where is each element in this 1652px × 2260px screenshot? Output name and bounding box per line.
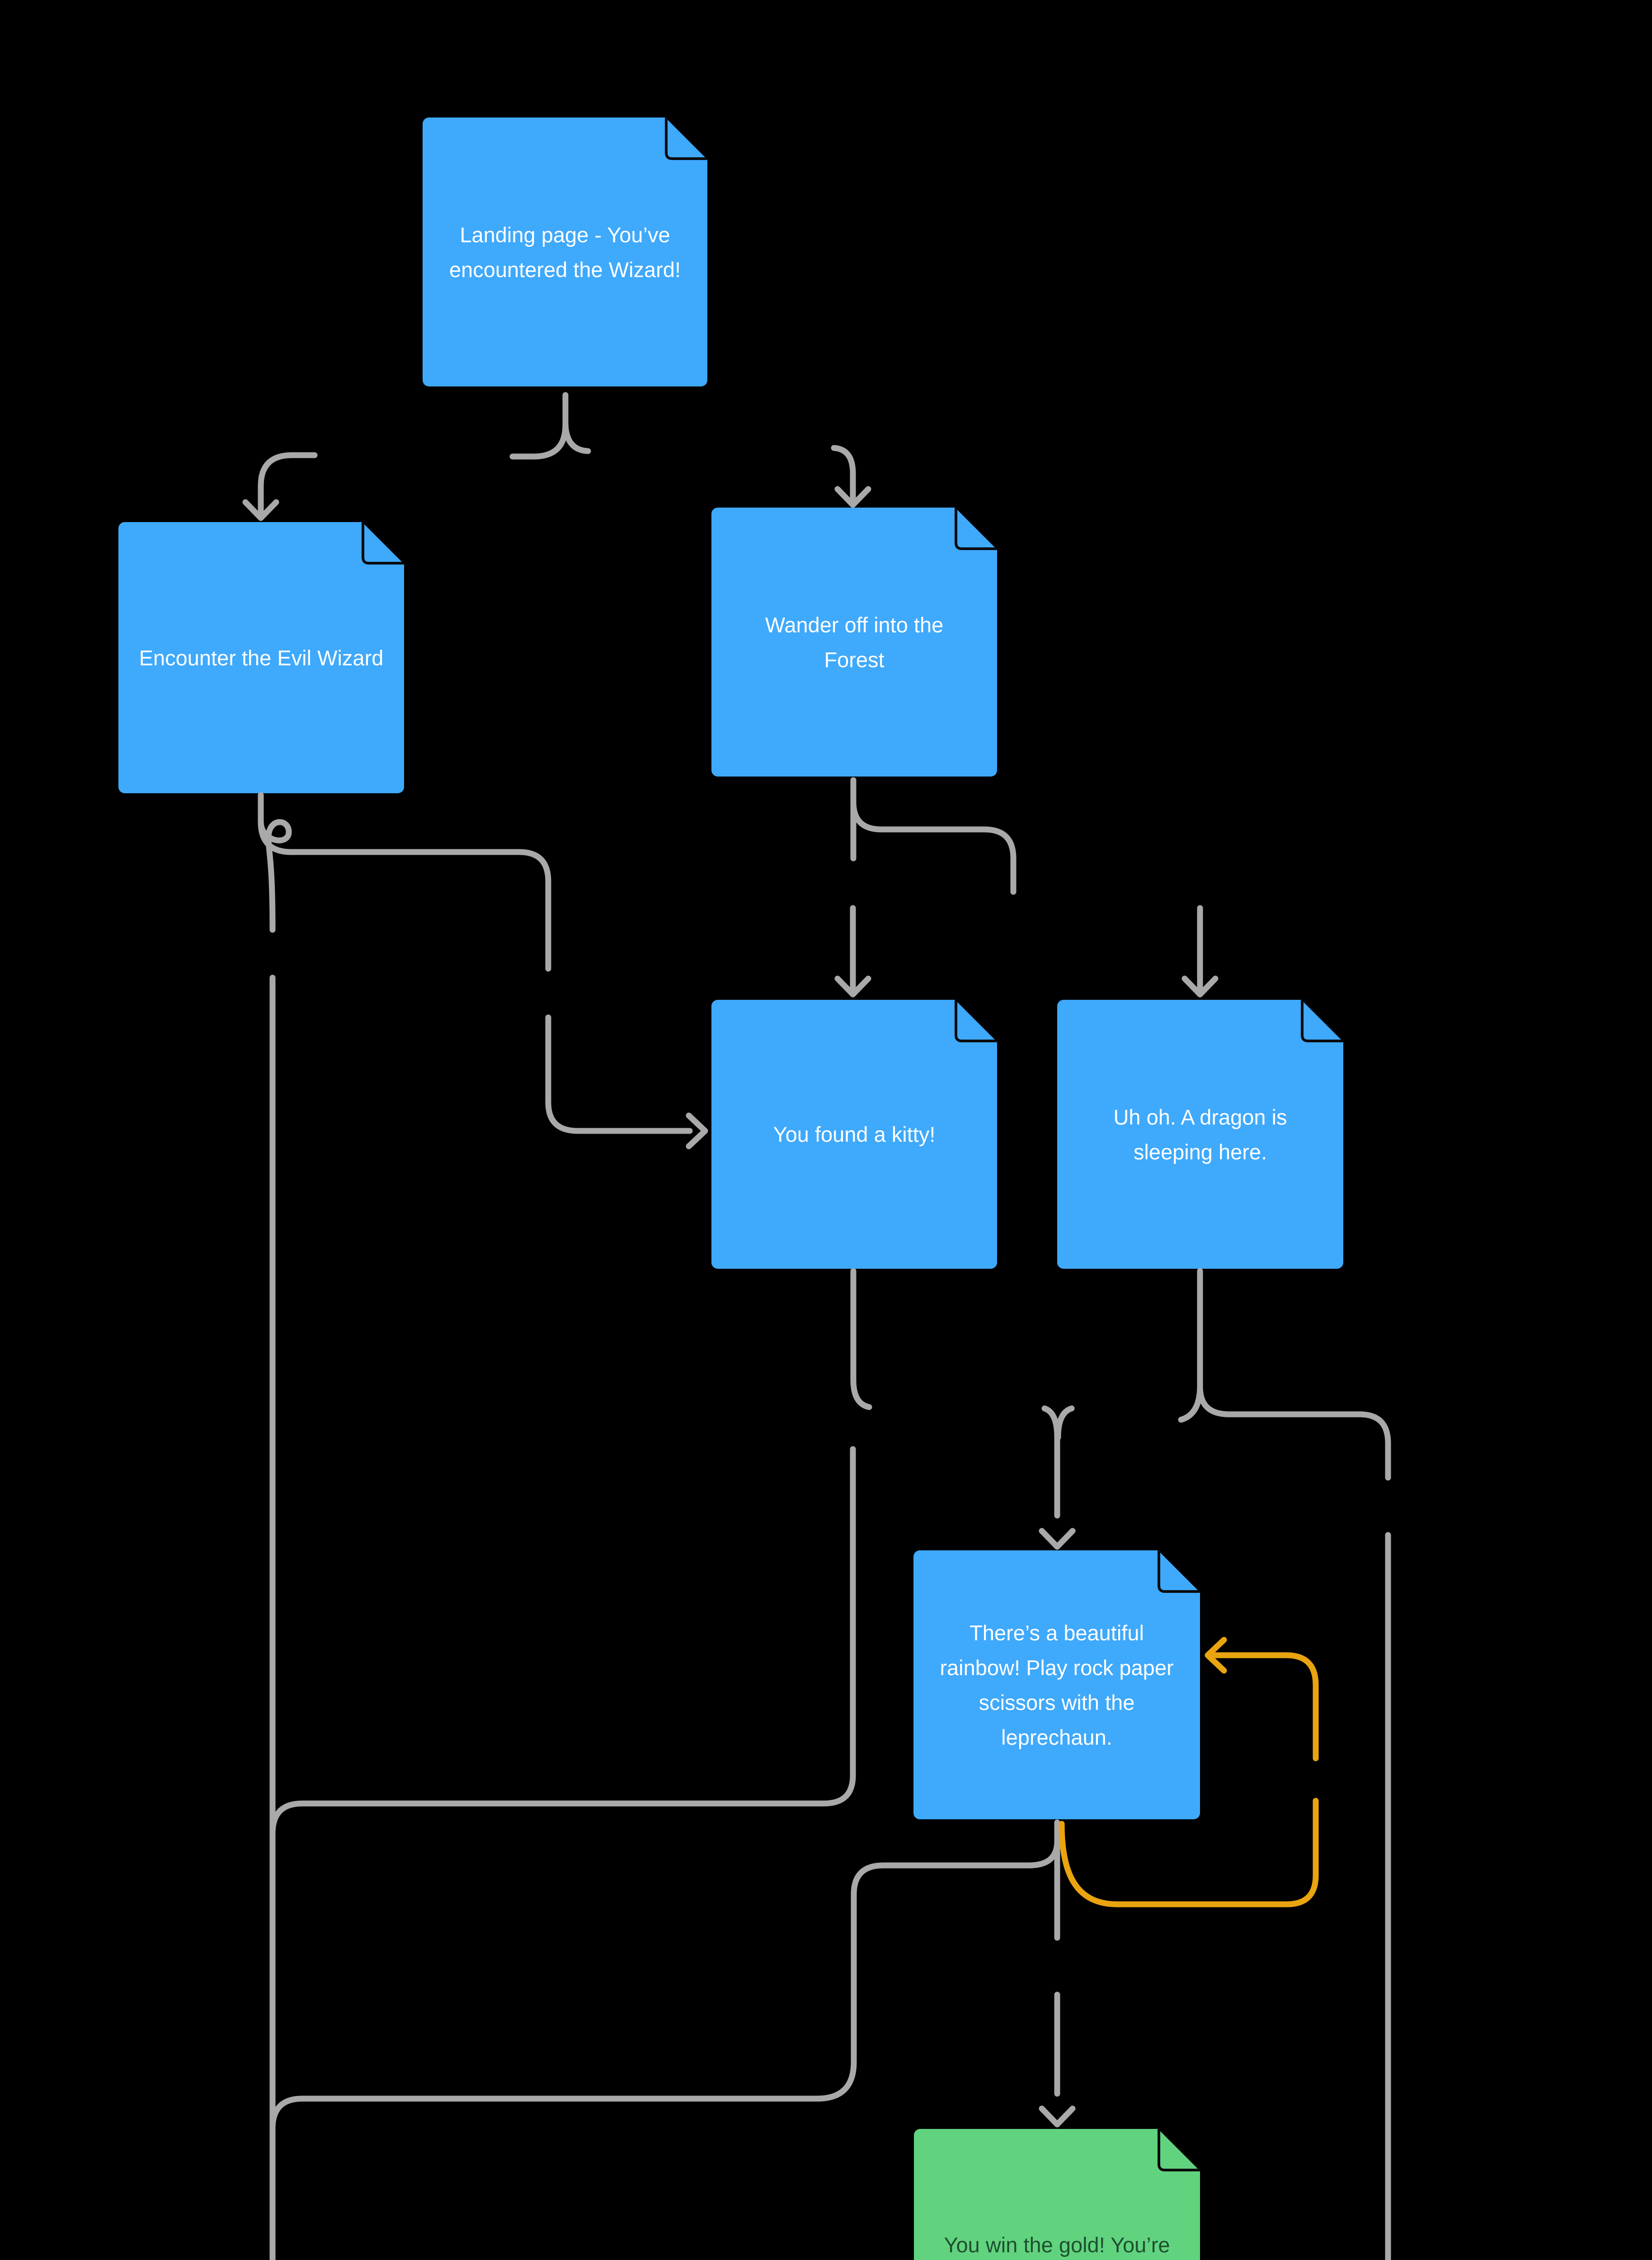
edge-dragon-branch-right[interactable] [1197,1384,1391,1481]
node-label: Wander off into the Forest [765,612,944,672]
edge-rainbow-to-death[interactable] [269,1838,1060,2132]
folded-corner-icon [1158,2129,1200,2171]
edge-landing-to-evil-shaft[interactable] [258,452,318,516]
edge-rainbow-to-gold-arrow[interactable] [1039,2105,1076,2128]
edge-landing-to-evil-arrow[interactable] [242,499,279,521]
edge-landing-fanout-right[interactable] [562,421,591,454]
node-wander-forest[interactable]: Wander off into the Forest [711,508,997,777]
edge-kitty-trunk-curl[interactable] [850,1268,872,1410]
node-label: Encounter the Evil Wizard [139,645,384,670]
edge-wander-to-kitty-arrow[interactable] [834,975,871,998]
folded-corner-icon [1301,1000,1343,1042]
edge-rainbow-self-loop-arrow[interactable] [1205,1637,1227,1674]
edge-evil-pigtail-down[interactable] [258,792,292,933]
folded-corner-icon [955,1000,997,1042]
node-dragon[interactable]: Uh oh. A dragon is sleeping here. [1057,1000,1343,1269]
edge-landing-to-wander-arrow[interactable] [834,486,871,508]
edge-landing-fanout-left[interactable] [509,392,569,460]
edge-merge-to-rainbow-arrow[interactable] [1039,1528,1076,1550]
node-label: You win the gold! You’re rich! [944,2233,1170,2257]
edge-rainbow-self-loop-upper[interactable] [1206,1652,1319,1761]
folded-corner-icon [665,118,707,160]
folded-corner-icon [362,522,404,565]
edge-landing-to-wander-shaft[interactable] [831,445,856,502]
edge-kitty-to-death[interactable] [269,1446,856,1836]
edge-evil-to-kitty-arrow[interactable] [686,1112,708,1149]
edge-wander-to-dragon-arrow[interactable] [1181,975,1219,998]
node-label: You found a kitty! [773,1122,936,1146]
node-label: Uh oh. A dragon is sleeping here. [1113,1105,1287,1164]
node-evil-wizard[interactable]: Encounter the Evil Wizard [118,522,404,793]
node-win-gold[interactable]: You win the gold! You’re rich! [914,2129,1200,2260]
edge-wander-branch-right[interactable] [850,799,1017,895]
edge-merge-tail-right[interactable] [1055,1405,1075,1441]
folded-corner-icon [955,508,997,550]
edge-evil-to-kitty-shaft[interactable] [545,1014,693,1134]
edge-merge-tail-left[interactable] [1041,1405,1060,1441]
edge-evil-branch-to-kitty[interactable] [258,819,551,972]
folded-corner-icon [1158,1550,1200,1593]
node-label: Landing page - You’ve encountered the Wi… [449,222,681,282]
edge-dragon-trunk-curl[interactable] [1178,1268,1203,1423]
node-label: There’s a beautiful rainbow! Play rock p… [940,1620,1174,1749]
node-rainbow[interactable]: There’s a beautiful rainbow! Play rock p… [913,1550,1200,1819]
node-kitty[interactable]: You found a kitty! [711,1000,997,1269]
node-landing-page[interactable]: Landing page - You’ve encountered the Wi… [423,118,707,386]
